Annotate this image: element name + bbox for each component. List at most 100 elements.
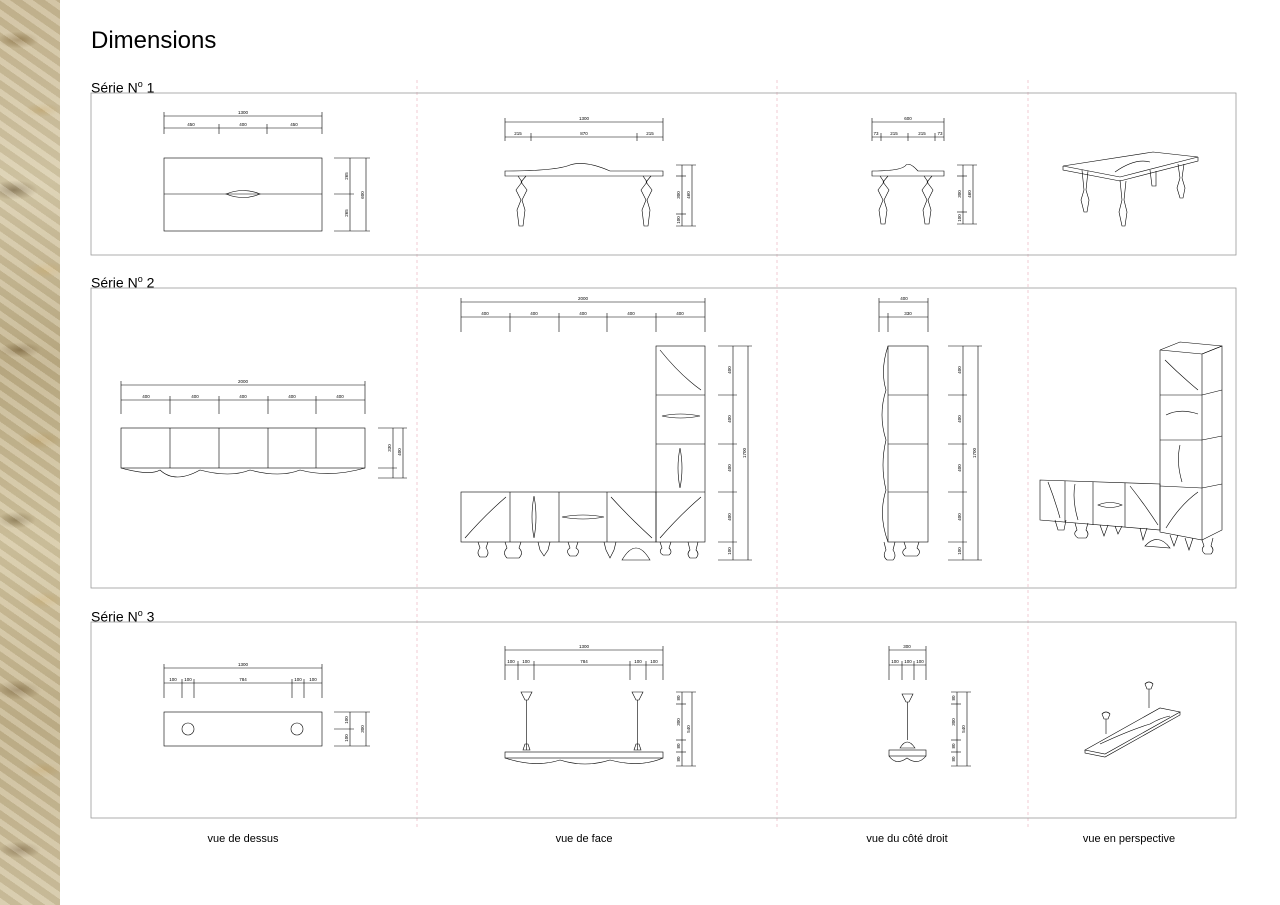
- dim-label: 540: [686, 725, 691, 733]
- dim-label: 600: [904, 116, 912, 121]
- column-separators: [416, 80, 1029, 830]
- dim-label: 80: [951, 743, 956, 749]
- dim-label: 400: [727, 366, 732, 374]
- series-3-top-view: [163, 664, 370, 747]
- dim-label: 400: [336, 394, 344, 399]
- dim-label: 100: [904, 659, 912, 664]
- series-1-top-view: [163, 112, 370, 232]
- series-2-perspective-view: [1039, 341, 1223, 555]
- dim-label: 330: [904, 311, 912, 316]
- dim-label: 80: [951, 695, 956, 701]
- series-3-top-dim-labels: 1300 100 100 784 100 100 100 100 300: [169, 662, 365, 742]
- dim-label: 100: [309, 677, 317, 682]
- dim-label: 784: [239, 677, 247, 682]
- series-2-frame: [90, 287, 1237, 589]
- series-3-frame: [90, 621, 1237, 819]
- dim-label: 100: [344, 734, 349, 742]
- dim-label: 100: [957, 214, 962, 222]
- series-2-side-view: [878, 298, 982, 561]
- series-frames: [90, 92, 1237, 819]
- dim-label: 100: [507, 659, 515, 664]
- dim-label: 784: [580, 659, 588, 664]
- dim-label: 100: [294, 677, 302, 682]
- series-3-label: Série No 3: [91, 608, 155, 625]
- dim-label: 265: [344, 172, 349, 180]
- dim-label: 400: [288, 394, 296, 399]
- dim-label: 400: [191, 394, 199, 399]
- caption-top-view: vue de dessus: [207, 833, 279, 845]
- dim-label: 400: [727, 415, 732, 423]
- dim-label: 400: [957, 464, 962, 472]
- series-2-side-dim-labels: 400 330 400 400 400 400 100 1700: [900, 296, 977, 555]
- series-3-side-dim-labels: 300 100 100 100 80 300 80 80 540: [891, 644, 966, 762]
- series-1-top-dim-labels: 1300 450 400 450 265 265 600: [187, 110, 365, 217]
- dim-label: 2000: [578, 296, 589, 301]
- dim-label: 400: [957, 366, 962, 374]
- dim-label: 215: [514, 131, 522, 136]
- dim-label: 870: [580, 131, 588, 136]
- dim-label: 400: [727, 513, 732, 521]
- dim-label: 400: [239, 122, 247, 127]
- dim-label: 100: [522, 659, 530, 664]
- dim-label: 450: [187, 122, 195, 127]
- series-2-face-dim-labels: 2000 400 400 400 400 400 400 400 400 400…: [481, 296, 747, 555]
- dim-label: 215: [646, 131, 654, 136]
- dim-label: 400: [957, 415, 962, 423]
- dim-label: 73: [873, 131, 879, 136]
- series-1-frame: [90, 92, 1237, 256]
- dim-label: 400: [957, 513, 962, 521]
- series-1-label: Série No 1: [91, 79, 155, 96]
- dim-label: 1300: [579, 116, 590, 121]
- series-1-side-view: [871, 118, 977, 225]
- dim-label: 400: [579, 311, 587, 316]
- dim-label: 300: [676, 718, 681, 726]
- series-3-perspective-view: [1084, 681, 1181, 758]
- dim-label: 400: [530, 311, 538, 316]
- dim-label: 400: [676, 311, 684, 316]
- dim-label: 100: [184, 677, 192, 682]
- dim-label: 215: [890, 131, 898, 136]
- dim-label: 100: [344, 716, 349, 724]
- dim-label: 100: [634, 659, 642, 664]
- dim-label: 100: [676, 216, 681, 224]
- series-3-face-dim-labels: 1300 100 100 784 100 100 80 300 80 80 54…: [507, 644, 691, 762]
- dim-label: 400: [397, 448, 402, 456]
- dim-label: 100: [169, 677, 177, 682]
- series-2-top-view: [120, 381, 407, 479]
- series-3-face-view: [504, 646, 696, 767]
- dim-label: 300: [360, 725, 365, 733]
- decorative-photo-strip: [0, 0, 60, 905]
- dim-label: 460: [967, 190, 972, 198]
- dim-label: 80: [676, 695, 681, 701]
- dim-label: 2000: [238, 379, 249, 384]
- dim-label: 400: [481, 311, 489, 316]
- dim-label: 100: [916, 659, 924, 664]
- series-2-top-dim-labels: 2000 400 400 400 400 400 330 400: [142, 379, 402, 456]
- dim-label: 400: [900, 296, 908, 301]
- caption-side-view: vue du côté droit: [866, 833, 948, 845]
- dim-label: 265: [344, 209, 349, 217]
- dim-label: 300: [957, 190, 962, 198]
- dim-label: 600: [360, 191, 365, 199]
- caption-perspective-view: vue en perspective: [1082, 833, 1176, 845]
- page-title: Dimensions: [91, 27, 217, 54]
- series-1-face-view: [504, 118, 696, 227]
- dim-label: 100: [650, 659, 658, 664]
- dim-label: 300: [676, 191, 681, 199]
- series-2-face-view: [460, 298, 752, 561]
- dim-label: 1300: [238, 110, 249, 115]
- series-1-side-dim-labels: 600 73 215 215 73 300 100 460: [873, 116, 972, 222]
- dim-label: 1300: [579, 644, 590, 649]
- dim-label: 300: [951, 718, 956, 726]
- dim-label: 400: [239, 394, 247, 399]
- series-1-face-dim-labels: 1300 215 870 215 300 100 460: [514, 116, 691, 224]
- dim-label: 1700: [742, 447, 747, 458]
- dim-label: 100: [957, 547, 962, 555]
- dim-label: 400: [627, 311, 635, 316]
- dim-label: 73: [937, 131, 943, 136]
- series-2-label: Série No 2: [91, 274, 155, 291]
- dim-label: 80: [676, 743, 681, 749]
- series-1-perspective-view: [1062, 151, 1199, 227]
- dim-label: 1300: [238, 662, 249, 667]
